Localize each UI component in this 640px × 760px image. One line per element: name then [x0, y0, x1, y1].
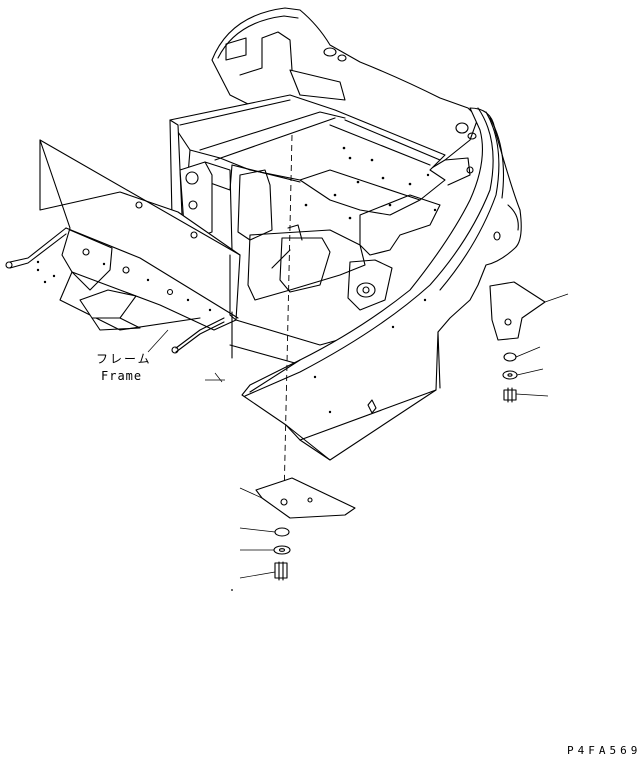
washer-center	[273, 545, 291, 555]
rear-frame-body	[169, 7, 479, 311]
drawing-code: P4FA569	[567, 744, 640, 757]
frame-leader-line	[147, 329, 169, 353]
bolt-right	[503, 389, 517, 401]
nut-center	[274, 527, 290, 537]
washer-right	[502, 370, 518, 380]
nut-right	[503, 352, 517, 362]
right-bracket-group	[489, 281, 569, 403]
frame-label-japanese: フレーム	[96, 352, 152, 366]
center-line	[283, 134, 293, 501]
center-bracket-group	[231, 477, 356, 591]
front-fender	[241, 107, 522, 461]
left-side-cover	[5, 139, 241, 354]
frame-bracket-mark	[205, 372, 225, 383]
frame-label-english: Frame	[101, 369, 143, 383]
bolt-center	[274, 562, 288, 579]
